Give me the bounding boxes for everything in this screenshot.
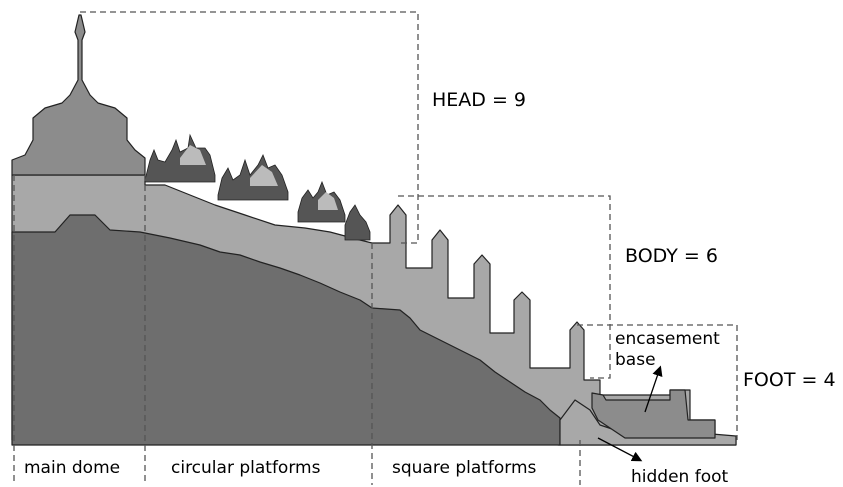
hidden-foot-arrow <box>597 437 643 462</box>
encasement-base-label: base <box>615 350 656 370</box>
encasement-base-shape <box>591 389 716 439</box>
head-label: HEAD = 9 <box>432 89 526 111</box>
section-label-square-platforms: square platforms <box>392 458 537 478</box>
head-bracket <box>80 11 419 244</box>
body-label: BODY = 6 <box>625 245 718 267</box>
foot-label: FOOT = 4 <box>743 369 836 391</box>
hidden-foot-label: hidden foot <box>631 467 729 487</box>
section-label-circular-platforms: circular platforms <box>171 458 321 478</box>
circular-platform-stupa-highlights <box>180 145 338 210</box>
encasement-arrow <box>644 365 663 413</box>
body-bracket <box>398 195 611 379</box>
encasement-label: encasement <box>615 329 720 349</box>
main-dome-stupa <box>11 14 146 176</box>
foot-bracket <box>577 324 738 440</box>
section-label-main-dome: main dome <box>24 458 120 478</box>
inner-core <box>11 214 561 446</box>
